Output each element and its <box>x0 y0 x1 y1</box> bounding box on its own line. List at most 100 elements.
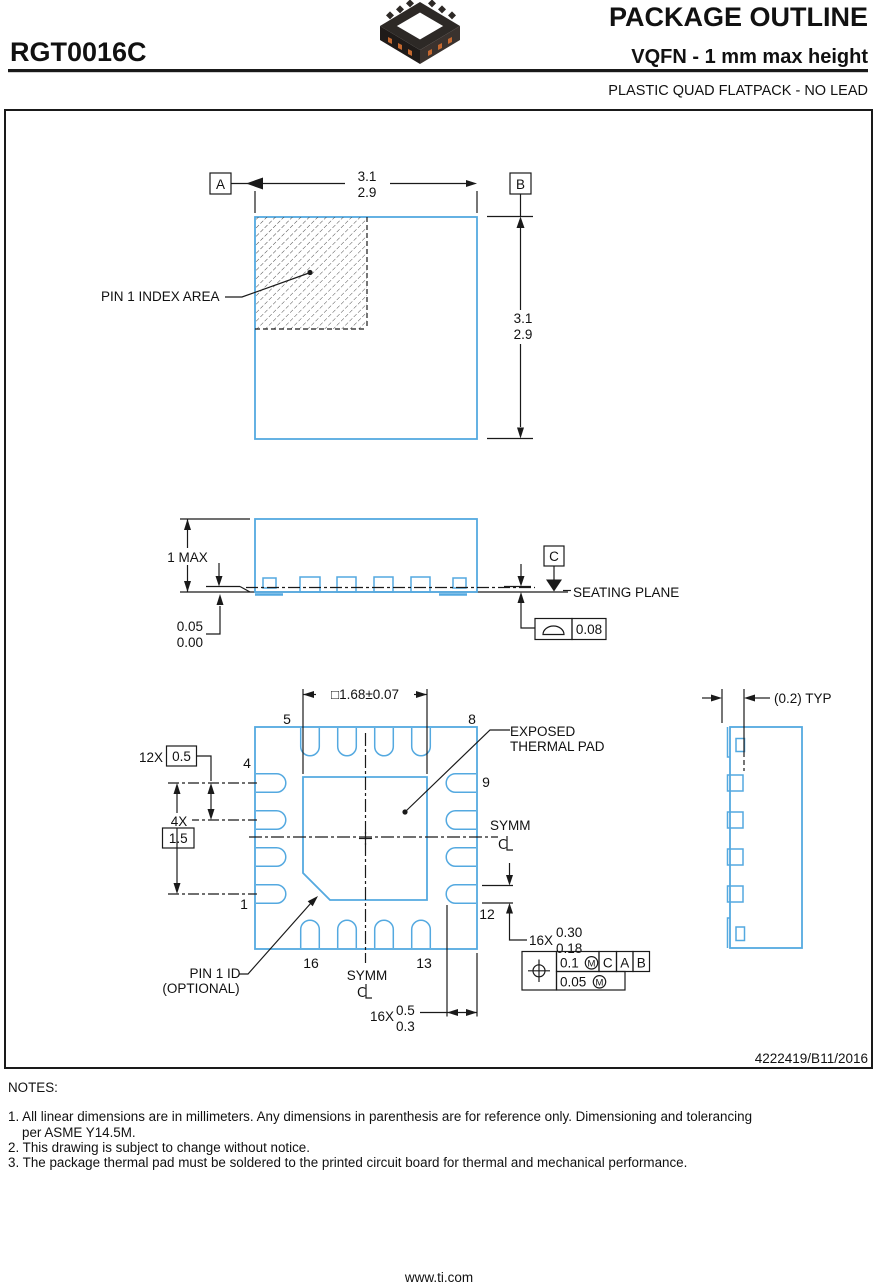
centerline-c: C <box>357 986 366 1001</box>
lead <box>262 577 277 589</box>
pitch-count: 12X <box>139 750 163 765</box>
pin1-id-label-2: (OPTIONAL) <box>162 981 239 996</box>
standoff-slant <box>239 585 251 593</box>
dim-arrow-left <box>447 1009 458 1016</box>
leadlen-min: 0.3 <box>396 1019 415 1034</box>
pitch-value: 0.5 <box>172 749 191 764</box>
symm-label-bottom: SYMM <box>347 968 388 983</box>
pad <box>256 883 287 905</box>
pin-label-13: 13 <box>416 955 432 971</box>
exposed-pad-label-1: EXPOSED <box>510 724 576 739</box>
standoff-max: 0.05 <box>177 619 203 634</box>
pad <box>336 919 358 948</box>
dim-arrow-right <box>466 180 477 187</box>
lead <box>373 576 394 593</box>
dim-arrow-right <box>711 694 722 702</box>
seating-plane-label: SEATING PLANE <box>573 585 679 600</box>
height-dim-max: 3.1 <box>514 311 533 326</box>
pad <box>256 846 287 868</box>
drawing-border <box>4 109 873 1069</box>
header-rule <box>8 69 868 73</box>
pitch-leader <box>196 755 212 781</box>
pad <box>445 809 476 831</box>
dim-arrow-up <box>216 594 224 605</box>
fcf-datum-c: C <box>603 956 613 971</box>
note-line: 1. All linear dimensions are in millimet… <box>8 1109 752 1124</box>
pin1-id-label-1: PIN 1 ID <box>189 966 240 981</box>
standoff-leader <box>206 606 221 635</box>
fcf-datum-b: B <box>637 956 646 971</box>
dim-text-bg <box>163 548 212 565</box>
standoff-min: 0.00 <box>177 635 203 650</box>
side-body-outline <box>254 518 478 593</box>
pin1-index-label: PIN 1 INDEX AREA <box>101 289 220 304</box>
thermal-pad-outline <box>302 776 428 901</box>
centerline-l <box>506 836 513 851</box>
symm-label-right: SYMM <box>490 818 531 833</box>
drawing-date: 11/2016 <box>820 1051 868 1066</box>
centerline-c: C <box>498 838 507 853</box>
flatness-frame-symbol-cell <box>534 617 573 641</box>
span-count: 4X <box>171 814 188 829</box>
span-box <box>161 827 195 849</box>
flatness-leader <box>520 600 535 629</box>
part-number: RGT0016C <box>10 37 147 67</box>
corner-step-top <box>726 727 730 758</box>
notes-section: NOTES: 1. All linear dimensions are in m… <box>8 1080 752 1170</box>
corner-terminal <box>735 737 746 753</box>
dim-arrow-up <box>207 783 215 794</box>
datum-c-label: C <box>549 549 559 564</box>
pad <box>373 728 395 757</box>
dim-arrow-down <box>207 809 215 820</box>
page-title: PACKAGE OUTLINE <box>609 2 868 32</box>
leadlen-max: 0.5 <box>396 1003 415 1018</box>
side-view: 1 MAX 0.05 0.00 C SEATING PLANE 0.08 <box>163 518 679 650</box>
fcf-tol2-cell <box>555 970 626 991</box>
ti-website-link[interactable]: www.ti.com <box>404 1270 473 1285</box>
dim-arrow-up <box>517 592 525 603</box>
mmc-modifier-icon: M <box>592 974 607 989</box>
detail-terminals <box>726 727 746 948</box>
width-dim-min: 2.9 <box>358 185 377 200</box>
exposed-pad-leader-dot <box>402 809 408 815</box>
span-value: 1.5 <box>169 831 188 846</box>
exposed-pad-leader <box>405 729 510 812</box>
note-line: 3. The package thermal pad must be solde… <box>8 1155 687 1170</box>
leadlen-count: 16X <box>370 1009 394 1024</box>
pin-label-16: 16 <box>303 955 319 971</box>
corner-step-bottom <box>726 917 730 948</box>
page-header: RGT0016C PACKAGE OUTLINE VQFN - 1 mm max… <box>8 0 868 99</box>
pad <box>256 809 287 831</box>
lead <box>299 576 321 593</box>
width-dim-max: 3.1 <box>358 169 377 184</box>
position-tolerance-frame: 0.1 M C A B 0.05 M <box>521 950 651 991</box>
lead <box>452 577 467 589</box>
centerline-icon: C <box>357 984 372 1001</box>
leadwidth-leader <box>508 911 527 941</box>
pin1-index-leader <box>225 272 310 298</box>
dim-arrow-down <box>506 875 513 886</box>
dim-arrow-down <box>517 427 524 439</box>
dim-arrow-down <box>517 576 525 587</box>
max-height-dim: 1 MAX <box>167 550 208 565</box>
centerline-l <box>365 984 372 999</box>
terminal-pads <box>256 728 476 948</box>
pin-label-8: 8 <box>468 711 476 727</box>
fcf-datum-a: A <box>620 956 629 971</box>
mmc-m: M <box>596 977 604 988</box>
datum-b-label: B <box>516 177 525 192</box>
detail-body-outline <box>729 726 803 949</box>
notes-heading: NOTES: <box>8 1080 58 1095</box>
fcf-tol-value: 0.1 <box>560 956 579 971</box>
flatness-icon <box>542 625 565 636</box>
leadwidth-count: 16X <box>529 933 553 948</box>
dim-text-bg <box>164 813 192 828</box>
dim-arrow-down <box>184 581 191 592</box>
package-pins <box>386 0 456 20</box>
pin-label-9: 9 <box>482 774 490 790</box>
flatness-value: 0.08 <box>576 622 602 637</box>
height-dim-min: 2.9 <box>514 327 533 342</box>
pad <box>445 883 476 905</box>
pin-label-4: 4 <box>243 755 251 771</box>
note-line: 2. This drawing is subject to change wit… <box>8 1140 310 1155</box>
